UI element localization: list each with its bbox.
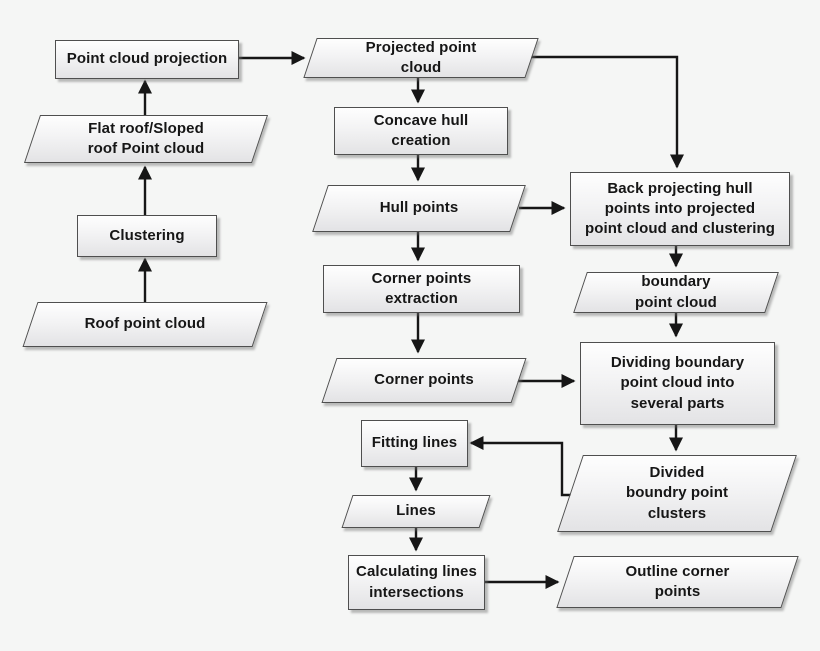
node-point-cloud-projection: Point cloud projection: [55, 40, 239, 79]
node-label: Calculating lines intersections: [356, 563, 477, 601]
node-hull-points: Hull points: [312, 185, 526, 232]
node-label: Back projecting hull points into project…: [584, 179, 776, 238]
node-calculating-lines-intersections: Calculating lines intersections: [348, 555, 485, 610]
node-label: Divided boundry point clusters: [625, 464, 729, 522]
node-label: boundary point cloud: [635, 273, 717, 311]
node-label: Corner points extraction: [371, 269, 472, 307]
node-label: Lines: [396, 502, 436, 520]
node-projected-point-cloud: Projected point cloud: [303, 38, 539, 78]
node-label: Roof point cloud: [84, 315, 206, 333]
node-label: Point cloud projection: [66, 50, 228, 68]
node-outline-corner-points: Outline corner points: [556, 556, 799, 608]
node-label: Hull points: [379, 199, 459, 217]
node-label: Outline corner points: [625, 562, 730, 600]
node-concave-hull-creation: Concave hull creation: [334, 107, 508, 155]
node-label: Clustering: [109, 226, 185, 244]
node-divided-boundry-point-clusters: Divided boundry point clusters: [557, 455, 797, 532]
node-back-projecting-hull-points: Back projecting hull points into project…: [570, 172, 790, 246]
node-label: Dividing boundary point cloud into sever…: [610, 354, 745, 412]
node-roof-point-cloud: Roof point cloud: [22, 302, 268, 347]
node-label: Corner points: [374, 371, 474, 389]
node-label: Concave hull creation: [373, 111, 469, 149]
node-corner-points-extraction: Corner points extraction: [323, 265, 520, 313]
node-label: Flat roof/Sloped roof Point cloud: [87, 119, 205, 157]
node-flat-sloped-roof-point-cloud: Flat roof/Sloped roof Point cloud: [23, 115, 269, 163]
node-lines: Lines: [341, 495, 491, 528]
node-clustering: Clustering: [77, 215, 217, 257]
node-boundary-point-cloud: boundary point cloud: [573, 272, 779, 313]
node-fitting-lines: Fitting lines: [361, 420, 468, 467]
node-corner-points: Corner points: [321, 358, 527, 403]
node-label: Fitting lines: [371, 434, 458, 452]
node-label: Projected point cloud: [365, 38, 477, 76]
node-dividing-boundary-point-cloud: Dividing boundary point cloud into sever…: [580, 342, 775, 425]
